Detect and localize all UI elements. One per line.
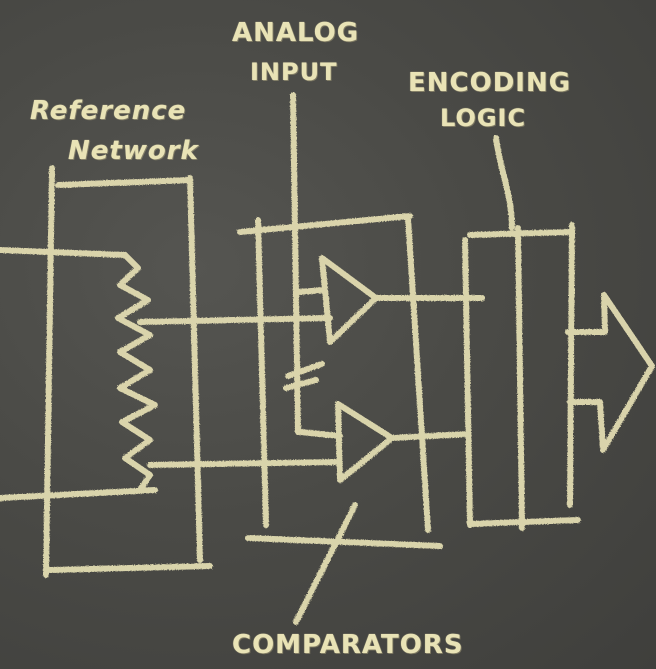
ellipsis-mark-2: [283, 377, 319, 391]
input-to-lower-comparator: [297, 429, 343, 439]
lower-comparator: [335, 401, 395, 483]
reference-bottom-wire: [0, 487, 158, 501]
encoding-pointer: [493, 135, 515, 231]
upper-comparator: [319, 255, 379, 345]
reference-top-wire: [0, 247, 128, 258]
encoding-logic-box: [462, 222, 581, 531]
analog-input-label-line1: ANALOG: [232, 18, 360, 48]
reference-network-box: [43, 165, 213, 578]
reference-network-label-line2: Network: [68, 136, 199, 166]
reference-network-label-line1: Reference: [30, 96, 187, 126]
encoding-logic-label-line1: ENCODING: [408, 68, 572, 98]
lower-comparator-output: [389, 431, 471, 441]
analog-input-wire: [290, 92, 301, 435]
resistor-ladder: [115, 252, 158, 493]
output-arrow: [565, 292, 655, 453]
input-to-upper-comparator: [295, 287, 328, 295]
upper-tap-wire: [137, 315, 333, 325]
encoding-logic-label-line2: LOGIC: [440, 104, 527, 132]
lower-tap-wire: [147, 459, 338, 468]
comparators-label: COMPARATORS: [232, 630, 464, 660]
comparators-pointer: [293, 502, 358, 625]
comparators-box: [237, 213, 443, 549]
analog-input-label-line2: INPUT: [250, 58, 338, 86]
ellipsis-mark-1: [285, 361, 325, 379]
